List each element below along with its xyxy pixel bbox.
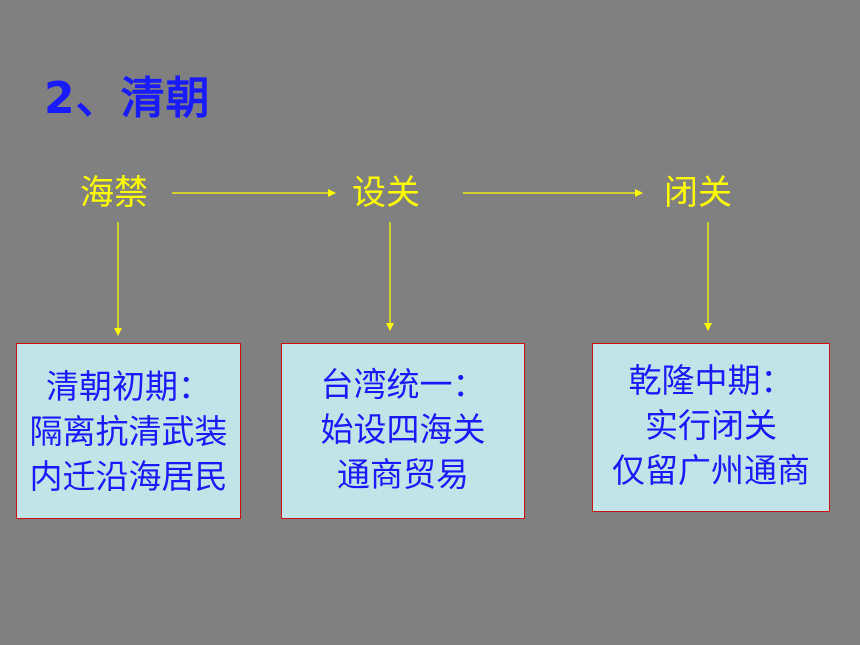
box-1-line-1: 清朝初期： xyxy=(46,367,211,406)
box-3-line-1: 乾隆中期： xyxy=(628,361,794,400)
flow-node-biguan: 闭关 xyxy=(664,173,732,213)
box-2-line-1: 台湾统一： xyxy=(320,365,486,404)
slide-title: 2、清朝 xyxy=(44,73,211,124)
flow-node-haijin: 海禁 xyxy=(80,173,148,213)
box-2-line-2: 始设四海关 xyxy=(320,410,486,449)
box-taiwan-unification: 台湾统一： 始设四海关 通商贸易 xyxy=(281,343,525,519)
box-1-line-3: 内迁沿海居民 xyxy=(29,457,228,496)
box-3-line-3: 仅留广州通商 xyxy=(612,451,810,490)
box-3-line-2: 实行闭关 xyxy=(645,406,777,445)
box-1-line-2: 隔离抗清武装 xyxy=(29,412,228,451)
box-2-line-3: 通商贸易 xyxy=(337,455,469,494)
box-early-qing: 清朝初期： 隔离抗清武装 内迁沿海居民 xyxy=(16,343,241,519)
flow-node-sheguan: 设关 xyxy=(352,173,420,213)
box-qianlong-mid: 乾隆中期： 实行闭关 仅留广州通商 xyxy=(592,343,830,512)
